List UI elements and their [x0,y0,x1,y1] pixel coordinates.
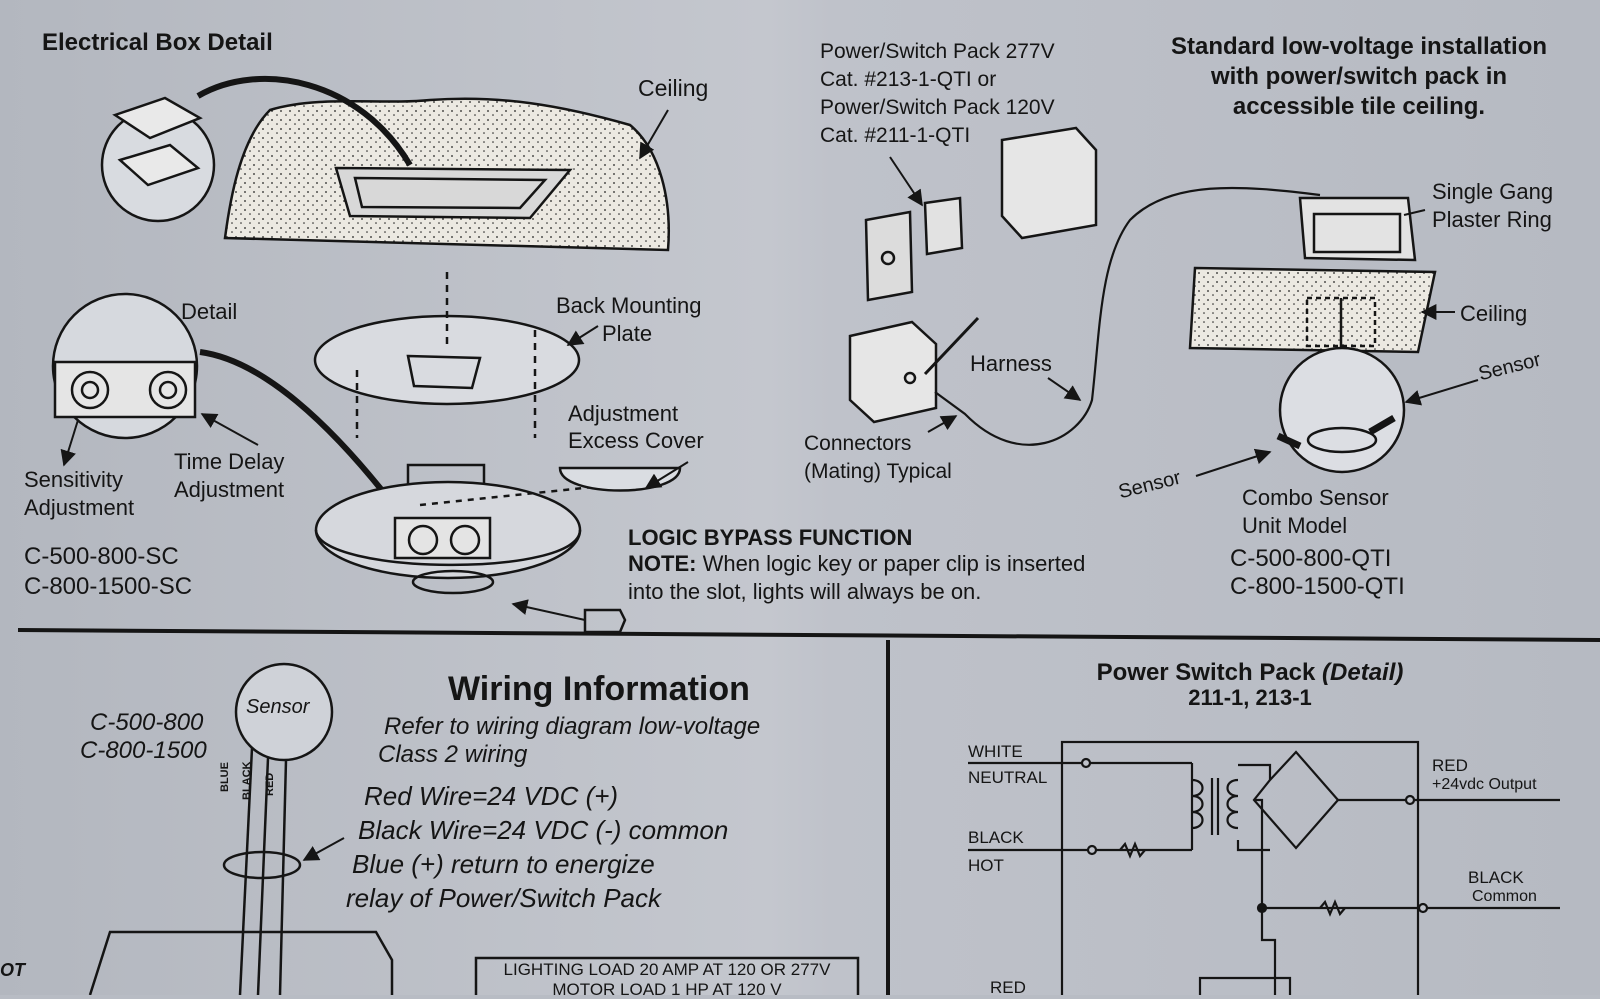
load-line-2: MOTOR LOAD 1 HP AT 120 V [552,980,782,999]
qti-model-2: C-800-1500-QTI [1230,573,1405,600]
adjustment-cover-label-2: Excess Cover [568,428,704,453]
single-gang-label-1: Single Gang [1432,179,1554,204]
psp-title-bold: Power Switch Pack [1096,659,1323,686]
logic-bypass-note-2: into the slot, lights will always be on. [628,579,982,604]
wire-hot-label: HOT [968,856,1004,875]
wire-neutral-label: NEUTRAL [968,768,1048,787]
standard-install-title-2: with power/switch pack in [1210,63,1508,90]
wiring-desc-2: Black Wire=24 VDC (-) common [358,815,729,845]
psp-title-italic: (Detail) [1322,659,1404,686]
standard-install-title-1: Standard low-voltage installation [1170,33,1548,60]
electrical-box-title: Electrical Box Detail [42,29,273,56]
wiring-sensor-label: Sensor [246,696,310,718]
wiring-desc-3: Blue (+) return to energize [352,849,655,879]
black-common-sub: Common [1472,888,1537,905]
wire-label-black: BLACK [241,761,253,801]
logic-bypass-title: LOGIC BYPASS FUNCTION [628,525,913,550]
power-pack-line-4: Cat. #211-1-QTI [820,124,971,147]
combo-sensor-label-2: Unit Model [1242,513,1348,538]
back-mounting-plate [313,272,599,438]
power-pack-illustration [848,126,1321,446]
black-common-label: BLACK [1468,868,1524,887]
detail-label: Detail [181,299,238,324]
wiring-desc-1: Red Wire=24 VDC (+) [364,781,619,811]
qti-model-1: C-500-800-QTI [1230,545,1392,572]
divider-horizontal [17,628,1600,642]
standard-install-title-3: accessible tile ceiling. [1232,93,1486,120]
sensitivity-label-2: Adjustment [24,495,135,520]
single-gang-label-2: Plaster Ring [1432,207,1552,232]
wiring-edge-text: OT [0,960,25,980]
ceiling-install-illustration [1188,196,1479,477]
wire-label-red: RED [264,772,276,796]
note-label: NOTE: [628,551,697,576]
psp-title: Power Switch Pack (Detail) [1000,659,1500,687]
note-text-1: When logic key or paper clip is inserted [696,551,1086,576]
time-delay-label-2: Adjustment [174,477,285,502]
wiring-desc-4: relay of Power/Switch Pack [346,883,662,913]
load-line-1: LIGHTING LOAD 20 AMP AT 120 OR 277V [503,960,831,979]
red-output-label: RED [1432,756,1468,775]
red-output-sub: +24vdc Output [1432,776,1537,793]
logic-bypass-note-1: NOTE: When logic key or paper clip is in… [628,551,1086,577]
connectors-label-2: (Mating) Typical [804,460,952,483]
wiring-refer-2: Class 2 wiring [378,741,528,768]
red-bottom-label: RED [990,978,1026,997]
time-delay-label-1: Time Delay [174,449,285,474]
combo-sensor-label-1: Combo Sensor [1242,485,1389,510]
ceiling-label-right: Ceiling [1460,301,1528,326]
wire-label-blue: BLUE [219,762,231,792]
sensor-housing [314,461,689,634]
wire-white-label: WHITE [968,742,1023,761]
wiring-model-2: C-800-1500 [80,737,207,764]
wire-black-label: BLACK [968,828,1024,847]
back-mounting-plate-label-2: Plate [602,321,653,346]
wiring-title: Wiring Information [448,670,750,708]
power-switch-schematic [968,740,1560,995]
back-mounting-plate-label-1: Back Mounting [556,293,702,318]
sc-model-1: C-500-800-SC [24,543,179,570]
detail-magnifier [51,292,408,522]
power-pack-line-1: Power/Switch Pack 277V [820,40,1055,63]
connectors-label-1: Connectors [804,432,912,455]
wiring-illustration [88,662,860,995]
wiring-model-1: C-500-800 [90,709,204,736]
sensitivity-label-1: Sensitivity [24,467,124,492]
adjustment-cover-label-1: Adjustment [568,401,679,426]
sc-model-2: C-800-1500-SC [24,573,193,600]
harness-label: Harness [970,351,1052,376]
power-pack-line-2: Cat. #213-1-QTI or [820,68,997,91]
power-pack-line-3: Power/Switch Pack 120V [820,96,1055,119]
ceiling-label-left: Ceiling [638,75,709,101]
wiring-refer-1: Refer to wiring diagram low-voltage [384,713,761,740]
electrical-box-illustration [100,75,670,252]
psp-subtitle: 211-1, 213-1 [1188,685,1312,710]
